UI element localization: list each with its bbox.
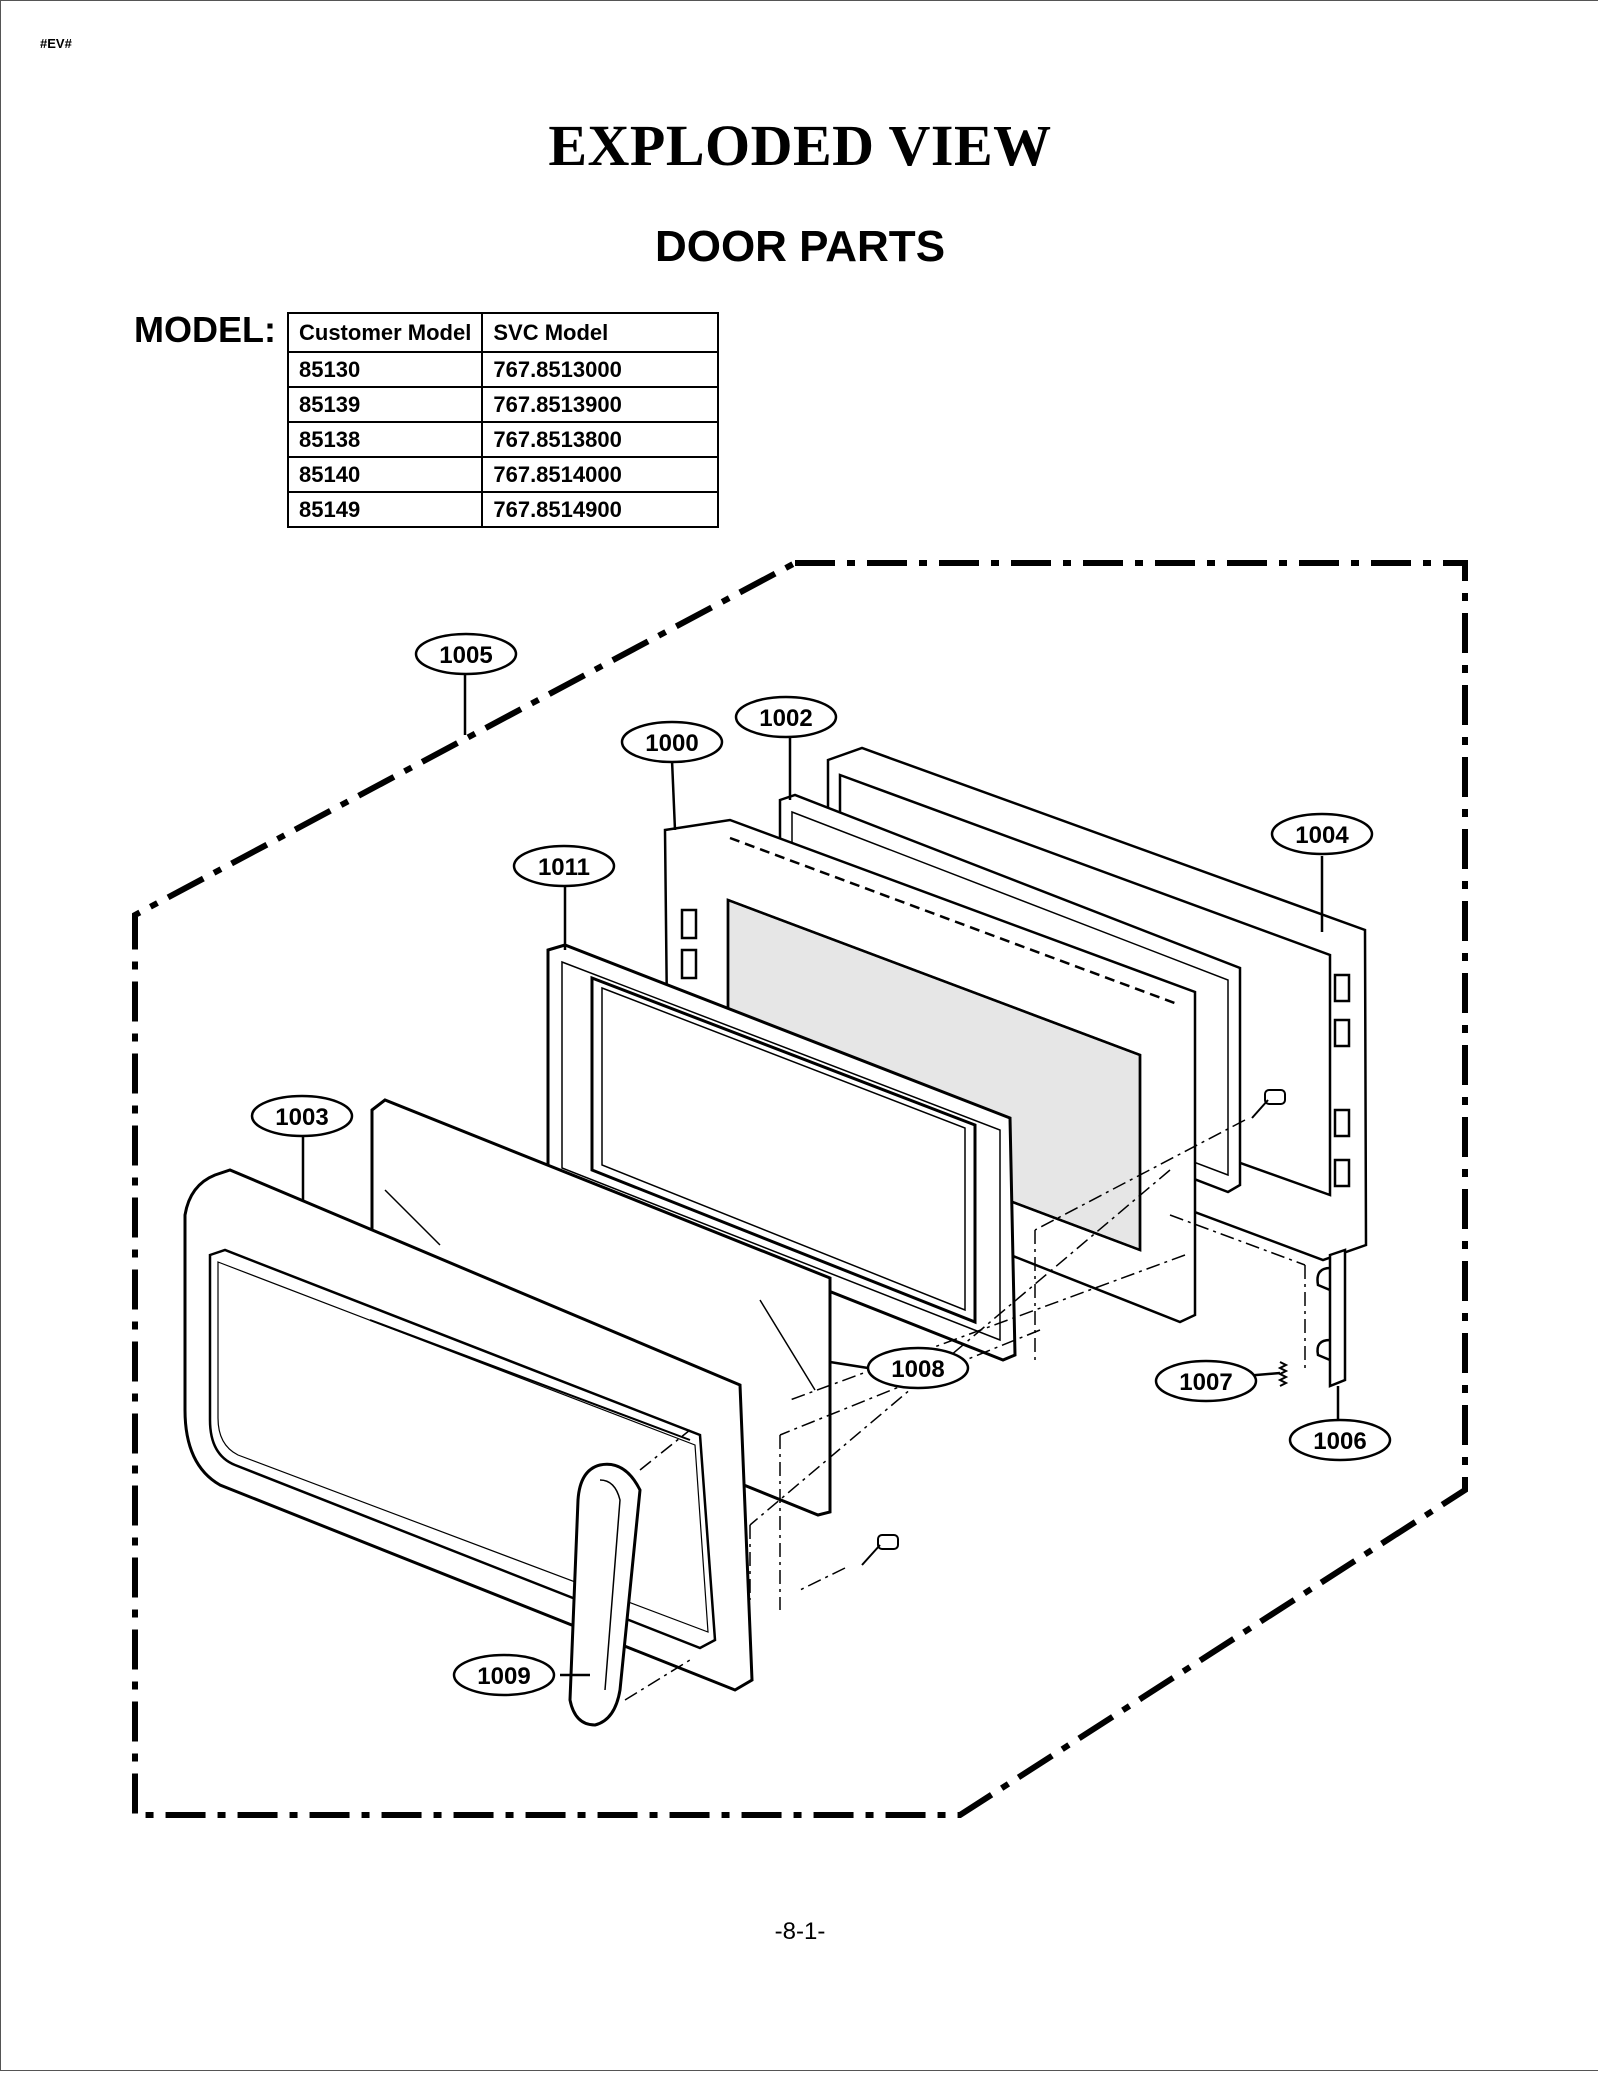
callout-1000: 1000 [620,720,724,764]
model-label: MODEL: [134,309,276,350]
svg-text:1008: 1008 [891,1356,944,1383]
header-customer-model: Customer Model [286,312,484,353]
assembly-boundary [132,560,1468,1818]
svc-model-cell: 767.8514900 [481,491,720,528]
customer-model-cell: 85140 [286,456,484,493]
door-handle-part [568,1462,642,1727]
svc-model-cell: 767.8514000 [481,456,720,493]
svg-text:1006: 1006 [1313,1428,1366,1455]
page-number: -8-1- [774,1918,826,1945]
callout-1011: 1011 [512,844,616,888]
page-tag: #EV# [40,36,72,51]
customer-model-cell: 85138 [286,421,484,458]
svg-text:1005: 1005 [439,642,492,669]
model-table-header-row: Customer Model SVC Model [286,312,720,353]
section-subtitle: DOOR PARTS [654,222,946,271]
table-row: 85130 767.8513000 [286,351,720,388]
header-svc-model: SVC Model [481,312,720,353]
callout-1006: 1006 [1288,1418,1392,1462]
spring-part [1277,1361,1289,1387]
callout-1002: 1002 [734,695,838,739]
door-frame-part [663,818,1197,1324]
callout-leaders [301,673,1340,1677]
svc-model-cell: 767.8513000 [481,351,720,388]
customer-model-cell: 85139 [286,386,484,423]
svg-text:1000: 1000 [645,730,698,757]
page-title: EXPLODED VIEW [548,113,1052,178]
svg-text:1007: 1007 [1179,1369,1232,1396]
callout-1007: 1007 [1154,1359,1258,1403]
screw-part [861,1089,1286,1566]
callout-1005: 1005 [414,632,518,676]
svg-text:1009: 1009 [477,1663,530,1690]
svg-text:1003: 1003 [275,1104,328,1131]
table-row: 85149 767.8514900 [286,491,720,528]
callout-1009: 1009 [452,1653,556,1697]
table-row: 85139 767.8513900 [286,386,720,423]
model-table: Customer Model SVC Model 85130 767.85130… [286,312,720,528]
svg-text:1004: 1004 [1295,822,1349,849]
callout-1008: 1008 [866,1346,970,1390]
svg-text:1011: 1011 [538,854,590,881]
svc-model-cell: 767.8513900 [481,386,720,423]
callout-1004: 1004 [1270,812,1374,856]
assembly-guide-lines [624,1119,1306,1701]
table-row: 85138 767.8513800 [286,421,720,458]
customer-model-cell: 85149 [286,491,484,528]
svc-model-cell: 767.8513800 [481,421,720,458]
callout-1003: 1003 [250,1094,354,1138]
latch-lever-part [1316,1248,1347,1388]
customer-model-cell: 85130 [286,351,484,388]
table-row: 85140 767.8514000 [286,456,720,493]
svg-text:1002: 1002 [759,705,812,732]
